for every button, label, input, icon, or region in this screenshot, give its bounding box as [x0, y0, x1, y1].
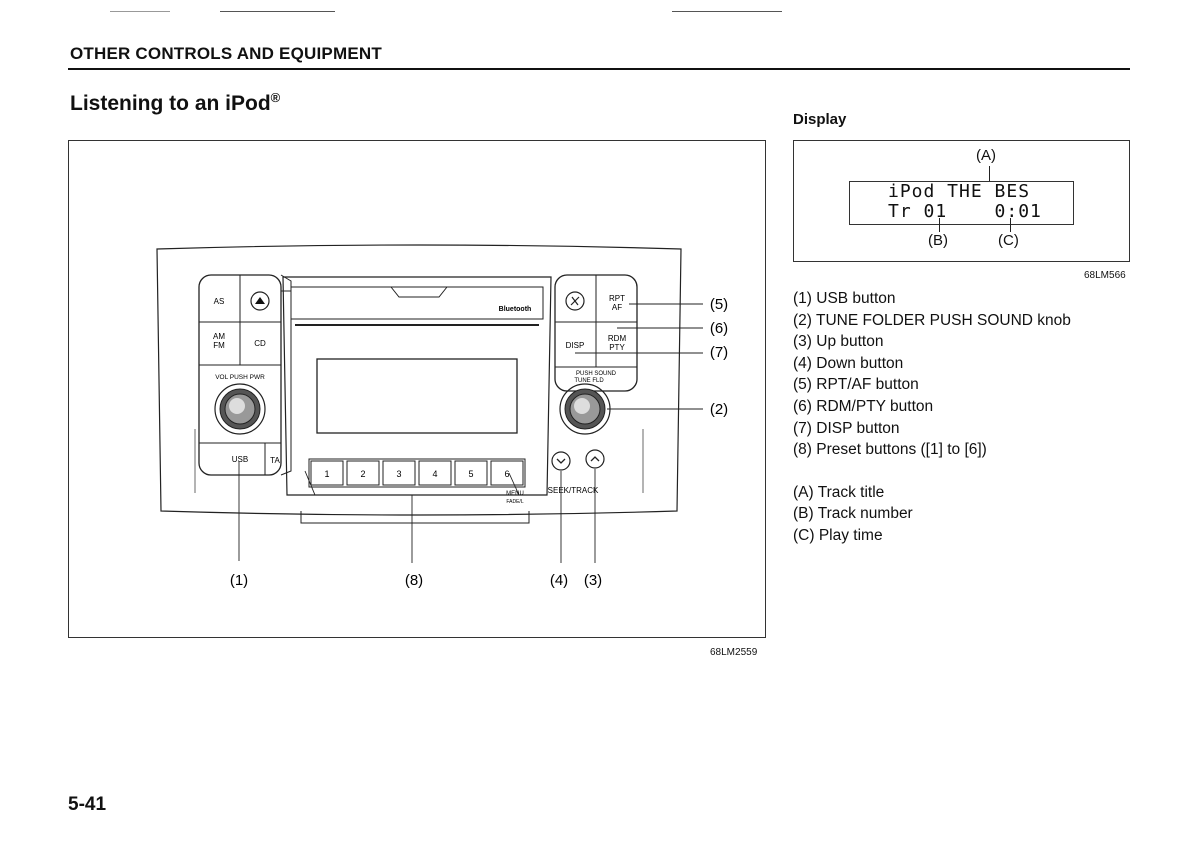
cd-button-label: CD	[254, 339, 266, 348]
scan-mark	[220, 11, 335, 12]
page-title-text: Listening to an iPod	[70, 92, 271, 115]
chevron-down-icon	[556, 458, 566, 464]
display-code: 68LM566	[1084, 270, 1126, 281]
page-title: Listening to an iPod®	[70, 90, 280, 116]
legend-item: (C) Play time	[793, 526, 883, 544]
as-button-label: AS	[214, 297, 225, 306]
callout-8: (8)	[405, 572, 423, 589]
legend-item: (A) Track title	[793, 483, 885, 501]
registered-mark: ®	[270, 90, 281, 105]
chevron-up-icon	[590, 456, 600, 462]
callout-c: (C)	[998, 232, 1019, 249]
usb-button-label: USB	[232, 455, 248, 464]
callout-1: (1)	[230, 572, 248, 589]
down-button	[551, 451, 571, 471]
callout-7: (7)	[710, 344, 728, 361]
leader-b	[939, 218, 940, 232]
callout-a: (A)	[976, 147, 996, 164]
section-title: OTHER CONTROLS AND EQUIPMENT	[70, 44, 382, 63]
volume-knob	[214, 383, 266, 435]
eject-icon	[255, 297, 265, 304]
figure-code: 68LM2559	[710, 647, 758, 658]
callout-5: (5)	[710, 296, 728, 313]
preset-buttons: 1 2 3 4 5 6	[310, 460, 524, 486]
menu-label: MENU	[506, 491, 524, 497]
ta-button-label: TA	[270, 456, 280, 465]
leader-a	[989, 166, 990, 182]
legend-item: (5) RPT/AF button	[793, 376, 919, 394]
preset-4-label: 4	[432, 469, 437, 479]
legend-item: (1) USB button	[793, 290, 896, 307]
legend-item: (B) Track number	[793, 505, 913, 523]
lcd-display: iPod THE BES Tr 01 0:01	[849, 181, 1074, 225]
leader-lines	[238, 303, 703, 563]
legend-item: (8) Preset buttons ([1] to [6])	[793, 441, 987, 459]
leader-c	[1010, 218, 1011, 232]
callout-b: (B)	[928, 232, 948, 249]
phone-mute-icon	[565, 291, 585, 311]
disp-button-label: DISP	[566, 341, 585, 350]
header-rule	[68, 68, 1130, 70]
preset-3-label: 3	[396, 469, 401, 479]
display-figure-frame	[793, 140, 1130, 262]
up-button	[585, 449, 605, 469]
lcd-track-time: Tr 01 0:01	[888, 201, 1042, 222]
callout-4: (4)	[550, 572, 568, 589]
center-unit	[282, 276, 552, 496]
display-heading: Display	[793, 111, 847, 128]
legend-list: (1) USB button (2) TUNE FOLDER PUSH SOUN…	[793, 288, 1071, 547]
legend-item: (2) TUNE FOLDER PUSH SOUND knob	[793, 311, 1071, 329]
fader-label: FADE/L	[506, 499, 523, 505]
scan-mark	[110, 11, 170, 12]
page-number: 5-41	[68, 794, 107, 815]
scan-mark	[672, 11, 782, 12]
legend-item: (3) Up button	[793, 333, 884, 351]
bluetooth-logo: Bluetooth	[499, 306, 532, 313]
callout-2: (2)	[710, 401, 728, 418]
seek-track-label: SEEK/TRACK	[548, 486, 599, 495]
lcd-track-title: iPod THE BES	[888, 181, 1031, 202]
preset-1-label: 1	[324, 469, 329, 479]
preset-5-label: 5	[468, 469, 473, 479]
legend-item: (7) DISP button	[793, 419, 900, 437]
radio-screen	[316, 358, 518, 434]
preset-6-label: 6	[504, 469, 509, 479]
vol-knob-label: VOL PUSH PWR	[215, 374, 265, 381]
preset-2-label: 2	[360, 469, 365, 479]
callout-3: (3)	[584, 572, 602, 589]
callout-6: (6)	[710, 320, 728, 337]
legend-item: (6) RDM/PTY button	[793, 397, 934, 415]
legend-item: (4) Down button	[793, 354, 904, 372]
